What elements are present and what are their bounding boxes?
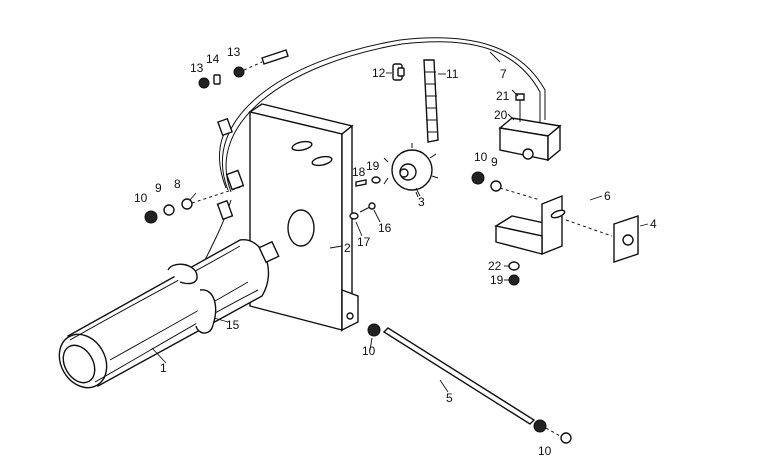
clamp-part-15 [167,263,217,334]
fasteners-right [471,171,541,201]
callout-4: 4 [650,217,657,231]
screw-part-16 [359,202,376,213]
callout-11: 11 [446,67,459,81]
sprocket-part-3 [383,143,439,198]
block-part-20 [498,117,562,162]
callout-5: 5 [446,391,453,405]
fasteners-left [144,185,245,224]
fasteners-top-left [198,49,289,89]
callout-19-sprocket: 19 [366,159,380,173]
callout-2: 2 [344,241,351,255]
washer-part-17 [349,212,359,220]
callout-15: 15 [226,318,240,332]
callout-10-rod-end: 10 [538,444,552,458]
callout-19-bottom: 19 [490,273,504,287]
callout-9-left: 9 [155,181,162,195]
callout-13-right: 13 [227,45,241,59]
callout-10-plate: 10 [362,344,376,358]
chain-link-part-12 [392,63,405,81]
callout-7: 7 [500,67,507,81]
fasteners-bottom-right [508,261,520,286]
screw-part-21 [515,93,525,122]
callout-13-left: 13 [190,61,204,75]
callout-20: 20 [494,108,508,122]
callout-12: 12 [372,66,386,80]
leader-lines [151,51,649,393]
callout-10-right: 10 [474,150,488,164]
callout-3: 3 [418,195,425,209]
chain-part-11 [423,59,439,143]
grip-tube-part-1 [58,239,280,389]
callout-1: 1 [160,361,167,375]
cable-connectors [216,117,245,221]
callout-14: 14 [206,52,220,66]
pin-part-18 [355,179,367,187]
callout-8: 8 [174,177,181,191]
bracket-part-6 [494,194,566,256]
callout-16: 16 [378,221,392,235]
mounting-plate-part-2 [248,103,359,332]
plate-part-4 [565,215,639,263]
washer-part-19 [371,176,381,184]
callout-6: 6 [604,189,611,203]
callout-21: 21 [496,89,510,103]
callout-9-right: 9 [491,155,498,169]
callout-labels: 1 2 3 4 5 6 7 8 9 10 9 10 10 10 11 12 13… [134,45,657,458]
callout-10-left: 10 [134,191,148,205]
callout-18: 18 [352,165,366,179]
callout-17: 17 [357,235,371,249]
rod-part-5 [367,323,572,444]
callout-22: 22 [488,259,502,273]
